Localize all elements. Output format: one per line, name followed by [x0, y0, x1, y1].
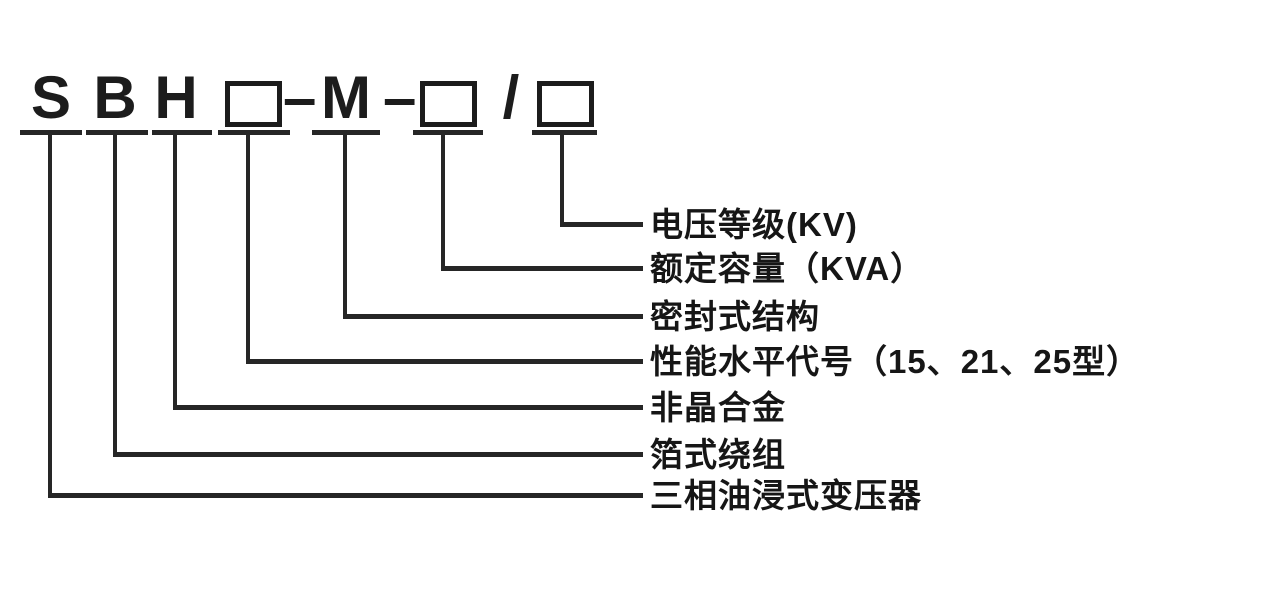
connector-horizontal-capacity — [441, 266, 643, 271]
underline-b — [86, 130, 148, 135]
code-dash-2: – — [383, 64, 417, 131]
underline-m — [312, 130, 380, 135]
connector-horizontal-voltage — [560, 222, 643, 227]
connector-vertical-b — [113, 135, 117, 457]
connector-vertical-box1 — [246, 135, 250, 364]
label-foil-winding: 箔式绕组 — [650, 436, 786, 473]
code-letter-m: M — [321, 64, 371, 131]
connector-vertical-s — [48, 135, 52, 498]
underline-box2 — [413, 130, 483, 135]
connector-horizontal-sealed — [343, 314, 643, 319]
code-letter-b: B — [93, 64, 137, 131]
connector-vertical-m — [343, 135, 347, 319]
connector-vertical-h — [173, 135, 177, 410]
code-dash-1: – — [283, 64, 317, 131]
code-placeholder-box-3 — [537, 81, 594, 127]
code-placeholder-box-1 — [225, 81, 282, 127]
connector-horizontal-alloy — [173, 405, 643, 410]
label-rated-capacity: 额定容量（KVA） — [650, 250, 925, 287]
connector-vertical-box3 — [560, 135, 564, 227]
connector-horizontal-performance — [246, 359, 643, 364]
code-letter-h: H — [154, 64, 198, 131]
underline-box1 — [218, 130, 290, 135]
code-letter-s: S — [30, 64, 72, 131]
underline-s — [20, 130, 82, 135]
label-three-phase-transformer: 三相油浸式变压器 — [650, 477, 922, 514]
code-placeholder-box-2 — [420, 81, 477, 127]
underline-box3 — [532, 130, 597, 135]
connector-vertical-box2 — [441, 135, 445, 271]
connector-horizontal-transformer — [48, 493, 643, 498]
label-sealed-structure: 密封式结构 — [650, 298, 820, 335]
label-amorphous-alloy: 非晶合金 — [650, 389, 786, 426]
label-performance-level-code: 性能水平代号（15、21、25型） — [650, 343, 1141, 380]
code-slash: / — [502, 64, 520, 131]
label-voltage-class: 电压等级(KV) — [650, 206, 858, 243]
connector-horizontal-winding — [113, 452, 643, 457]
underline-h — [152, 130, 212, 135]
